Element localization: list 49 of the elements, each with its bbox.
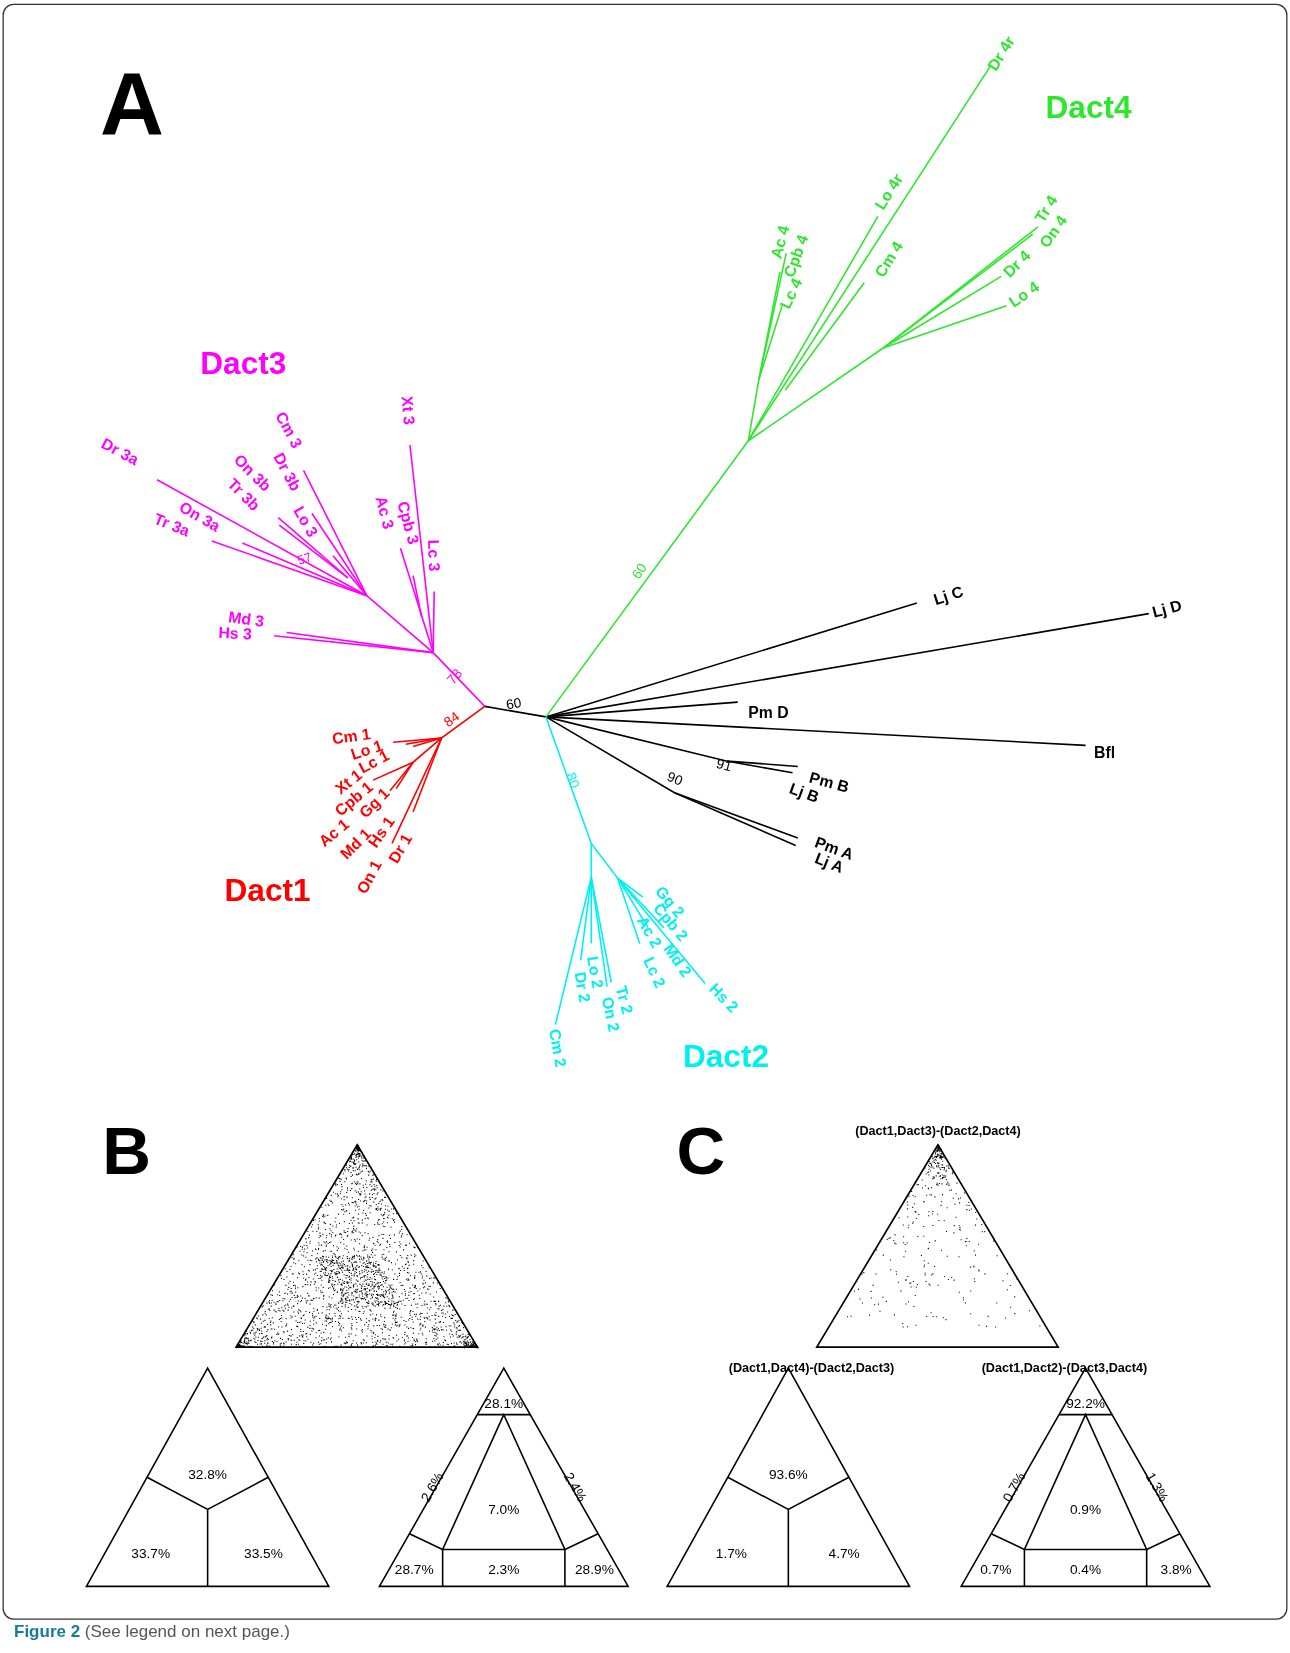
- leaf-label: On 1: [353, 857, 385, 897]
- leaf-label: Bfl: [1093, 744, 1116, 761]
- leaf-label: Lj C: [931, 582, 966, 609]
- leaf-label: Hs 2: [706, 979, 742, 1016]
- percentage-label: 7.0%: [488, 1501, 520, 1517]
- percentage-label: 28.7%: [394, 1561, 434, 1577]
- percentage-label: 0.9%: [1069, 1501, 1102, 1517]
- clade-label: Dact3: [200, 345, 287, 382]
- topology-label: (Dact1,Dact2)-(Dact3,Dact4): [981, 1361, 1148, 1376]
- clade-label: Dact4: [1045, 89, 1132, 126]
- leaf-label: Cm 4: [871, 238, 907, 281]
- percentage-label: 92.2%: [1066, 1396, 1105, 1412]
- panel-letter: A: [100, 55, 165, 155]
- bootstrap-value: 60: [504, 695, 523, 713]
- percentage-label: 4.7%: [828, 1545, 860, 1561]
- percentage-label: 33.7%: [131, 1545, 171, 1561]
- bootstrap-value: 60: [628, 560, 650, 582]
- leaf-label: Cm 3: [272, 408, 306, 451]
- percentage-label: 0.7%: [980, 1561, 1012, 1577]
- leaf-label: Dr 3b: [270, 450, 305, 494]
- figure-caption: Figure 2 (See legend on next page.): [14, 1622, 290, 1642]
- leaf-label: Dr 3a: [98, 434, 142, 469]
- topology-label: (Dact1,Dact4)-(Dact2,Dact3): [728, 1361, 895, 1376]
- percentage-label: 0.4%: [1069, 1561, 1102, 1577]
- leaf-label: Cm 1: [331, 725, 372, 748]
- percentage-label: 28.9%: [575, 1561, 614, 1577]
- leaf-label: Pm D: [748, 703, 789, 721]
- percentage-label: 33.5%: [244, 1545, 283, 1561]
- leaf-label: Lc 2: [640, 954, 669, 991]
- leaf-label: Lc 3: [424, 539, 443, 572]
- percentage-label: 32.8%: [188, 1466, 228, 1482]
- percentage-label: 3.8%: [1160, 1561, 1192, 1577]
- leaf-label: Xt 3: [398, 395, 418, 426]
- clade-label: Dact1: [224, 872, 311, 909]
- clade-label: Dact2: [682, 1037, 770, 1074]
- panel-letter: B: [102, 1113, 151, 1189]
- bootstrap-value: 90: [664, 769, 685, 789]
- leaf-label: Dr 4r: [984, 33, 1019, 74]
- leaf-label: Cm 2: [546, 1027, 570, 1069]
- percentage-label: 1.7%: [715, 1545, 747, 1561]
- leaf-label: Lj D: [1150, 596, 1184, 621]
- percentage-label: 28.1%: [484, 1396, 524, 1412]
- topology-label: (Dact1,Dact3)-(Dact2,Dact4): [855, 1124, 1021, 1139]
- percentage-label: 93.6%: [768, 1466, 808, 1482]
- percentage-label: 2.3%: [488, 1561, 520, 1577]
- panel-letter: C: [676, 1113, 726, 1189]
- leaf-label: Lo 4r: [871, 170, 907, 213]
- leaf-label: Lo 3: [290, 503, 322, 540]
- bootstrap-value: 84: [441, 708, 463, 730]
